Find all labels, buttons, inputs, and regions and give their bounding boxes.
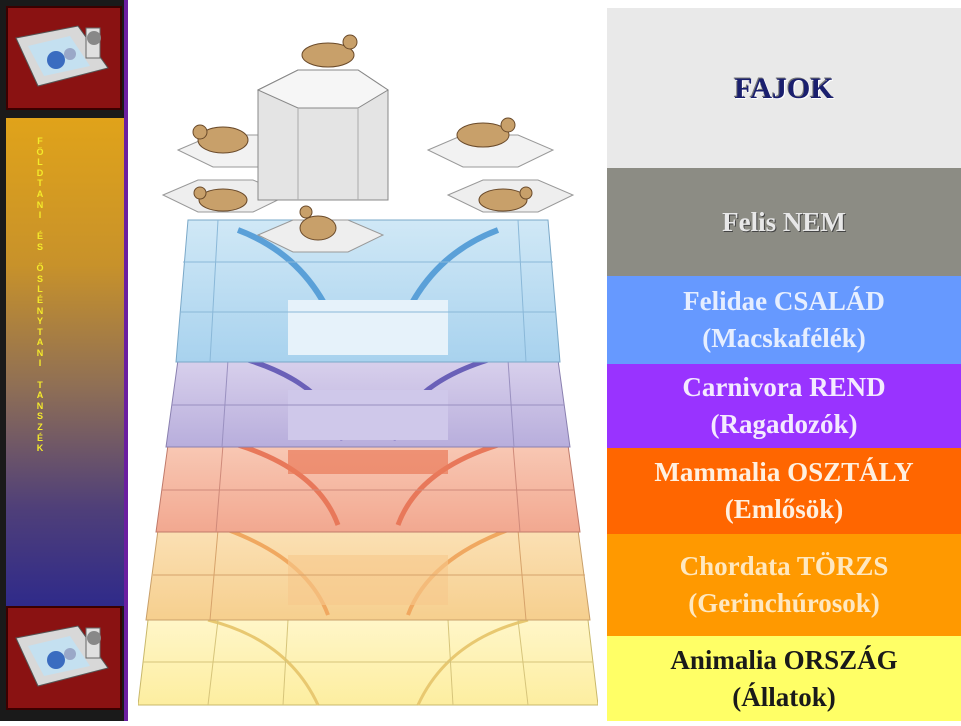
vertical-title-letter: N (36, 400, 44, 411)
vertical-title-letter: K (36, 443, 44, 454)
rank-phylum-label: Chordata TÖRZS (Gerinchúrosok) (679, 551, 889, 618)
vertical-title-letter: D (36, 167, 44, 178)
microscope-thumbnail-bottom (6, 606, 122, 710)
species-column (256, 69, 389, 201)
vertical-title-letter: É (36, 432, 43, 443)
vertical-title-letter: É (36, 231, 43, 242)
vertical-title-letter: Y (36, 316, 43, 327)
sidebar-gradient-band (6, 118, 124, 606)
vertical-title-letter: N (36, 199, 44, 210)
rank-species-label: FAJOK (734, 71, 834, 105)
vertical-title-letter: T (37, 326, 43, 337)
level-phylum-slab (145, 528, 591, 621)
rank-class-box: Mammalia OSZTÁLY (Emlősök) (607, 448, 961, 534)
vertical-title-letter: I (38, 210, 42, 221)
level-order-slab (165, 357, 571, 448)
vertical-title-letter: Z (37, 422, 43, 433)
vertical-title-letter: N (36, 305, 44, 316)
vertical-title-letter: Ö (36, 146, 44, 157)
vertical-title-letter: S (36, 273, 43, 284)
vertical-title-letter: F (37, 136, 43, 146)
vertical-title-letter: I (38, 358, 42, 369)
vertical-title-letter (30, 253, 50, 264)
vertical-title-letter: A (36, 337, 44, 348)
rank-family-label: Felidae CSALÁD (Macskafélék) (683, 286, 885, 353)
vertical-title-letter: S (36, 241, 43, 252)
rank-species-box: FAJOK (607, 8, 961, 168)
vertical-title-letter: N (36, 347, 44, 358)
sidebar-edge (124, 0, 128, 721)
vertical-title-letter: L (37, 284, 43, 295)
vertical-title-letter: Ő (36, 263, 44, 274)
rank-family-box: Felidae CSALÁD (Macskafélék) (607, 276, 961, 364)
rank-genus-label: Felis NEM (722, 206, 846, 237)
level-family-slab (175, 219, 561, 363)
vertical-title-letter: T (37, 178, 43, 189)
rank-genus-box: Felis NEM (607, 168, 961, 276)
level-kingdom-slab (137, 618, 599, 706)
rank-phylum-box: Chordata TÖRZS (Gerinchúrosok) (607, 534, 961, 636)
vertical-title-letter: T (37, 379, 43, 390)
microscope-thumbnail-top (6, 6, 122, 110)
rank-kingdom-label: Animalia ORSZÁG (Állatok) (670, 644, 898, 712)
vertical-title-letter (30, 369, 50, 380)
rank-class-label: Mammalia OSZTÁLY (Emlősök) (654, 457, 914, 524)
level-class-slab (155, 442, 581, 533)
vertical-title-letter: L (37, 157, 43, 168)
vertical-title-letter: A (36, 188, 44, 199)
vertical-title-letter: A (36, 390, 44, 401)
vertical-title-letter: S (36, 411, 43, 422)
cat-figures (192, 34, 533, 241)
rank-order-label: Carnivora REND (Ragadozók) (682, 372, 886, 439)
taxonomy-pyramid-illustration (137, 0, 599, 721)
vertical-title-letter (30, 221, 50, 232)
rank-order-box: Carnivora REND (Ragadozók) (607, 364, 961, 448)
rank-kingdom-box: Animalia ORSZÁG (Állatok) (607, 636, 961, 721)
vertical-title-letter: É (36, 294, 43, 305)
